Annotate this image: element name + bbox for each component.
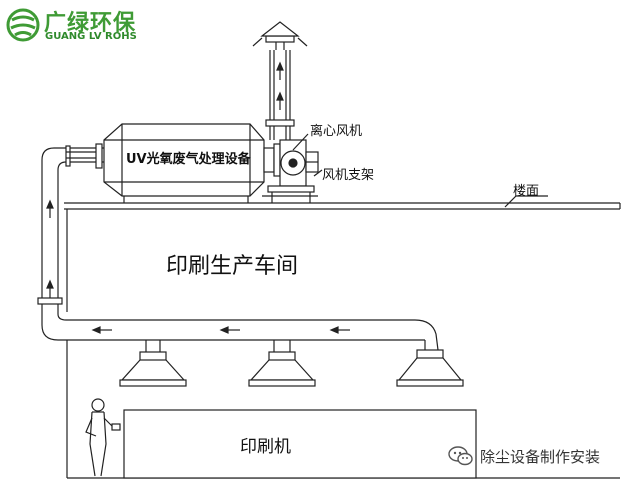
logo-name-en: GUANG LV ROHS (45, 31, 137, 42)
duct-right-elbow (414, 319, 439, 351)
vertical-duct (37, 143, 425, 341)
floor-label: 楼面 (513, 184, 540, 199)
exhaust-stack (260, 21, 300, 140)
company-logo: 广绿环保 GUANG LV ROHS (4, 4, 164, 46)
exhaust-hood-3 (396, 349, 464, 387)
printer-label: 印刷机 (240, 437, 291, 457)
flow-arrows-vertical (46, 199, 54, 298)
floor-slab (64, 202, 621, 210)
printing-machine (123, 409, 477, 479)
logo-globe-icon (6, 8, 40, 42)
fan-support (262, 185, 318, 203)
wechat-icon (448, 446, 473, 466)
fan-label: 离心风机 (310, 124, 363, 139)
logo-name-cn: 广绿环保 (44, 11, 137, 36)
flow-arrows-stack (252, 37, 308, 110)
flow-arrows-horizontal (91, 326, 350, 334)
watermark-text: 除尘设备制作安装 (480, 448, 601, 466)
watermark: 除尘设备制作安装 (448, 443, 618, 471)
fan-support-label: 风机支架 (322, 168, 375, 183)
operator-figure (85, 398, 121, 477)
support-leader (313, 169, 323, 177)
uv-equipment (103, 123, 265, 203)
equipment-label: UV光氧废气处理设备 (126, 152, 251, 167)
hood-drops (145, 340, 291, 352)
fan-leader (292, 133, 309, 151)
workshop-label: 印刷生产车间 (166, 254, 299, 279)
exhaust-hood-2 (248, 351, 316, 387)
exhaust-hood-1 (119, 351, 187, 387)
floor-leader (504, 195, 548, 208)
fan-connector (263, 143, 281, 177)
centrifugal-fan (279, 139, 319, 187)
